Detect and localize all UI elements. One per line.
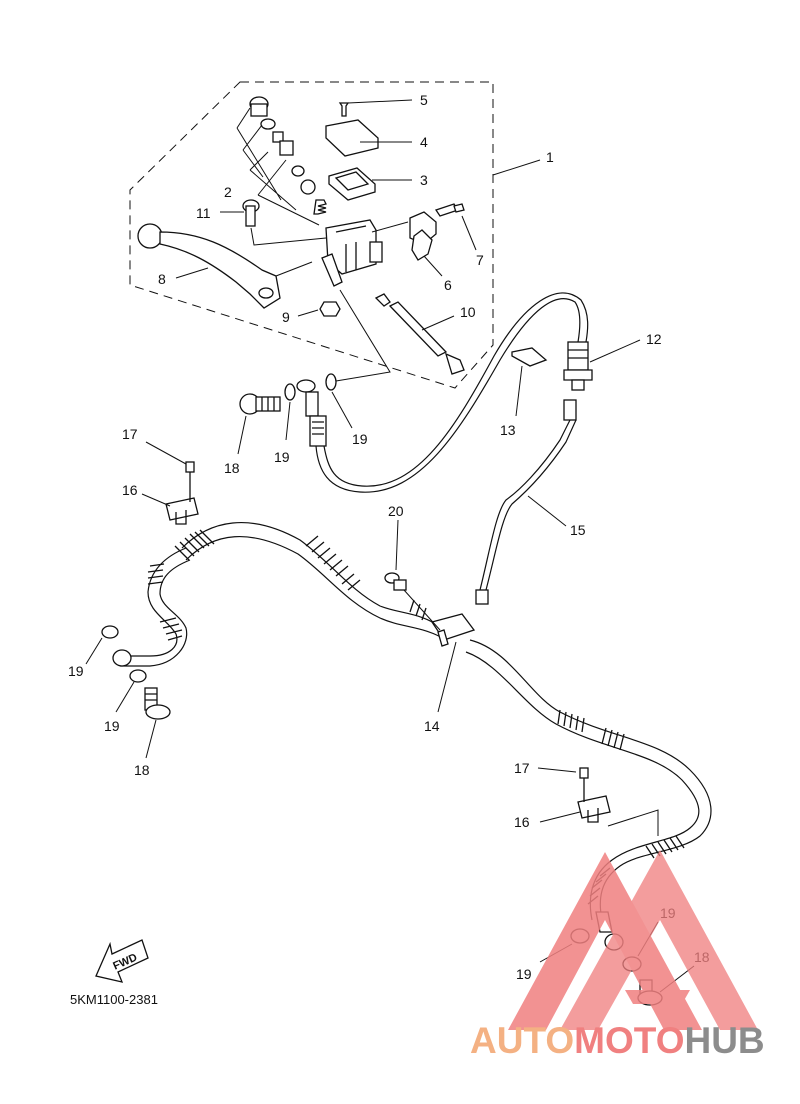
left-brake-hose: [181, 521, 443, 629]
callout-14: 14: [424, 718, 440, 734]
washer: [325, 373, 337, 391]
washer: [101, 625, 119, 639]
upper-banjo-bolt: [239, 393, 281, 415]
reservoir-top: [325, 102, 379, 201]
callout-11: 11: [196, 205, 211, 221]
callout-4: 4: [420, 134, 428, 150]
callout-12: 12: [646, 331, 662, 347]
pivot-bolt: [242, 199, 327, 246]
brake-switch: [374, 293, 465, 375]
callout-8: 8: [158, 271, 166, 287]
callout-18-left: 18: [134, 762, 150, 778]
callout-2: 2: [224, 184, 232, 200]
callout-17-lower: 17: [514, 760, 530, 776]
right-brake-hose: [469, 639, 712, 921]
handlebar-holder: [371, 203, 465, 261]
hose-ribs: [147, 529, 427, 641]
piston-kit: [236, 96, 327, 226]
clamp-lower: [577, 767, 611, 823]
joint-bolt: [384, 572, 441, 631]
upper-hose-fitting: [296, 379, 327, 447]
callout-13: 13: [500, 422, 516, 438]
left-banjo-bolt: [144, 687, 171, 720]
callout-19-left-a: 19: [68, 663, 84, 679]
upper-brake-hose: [315, 298, 581, 493]
callout-20: 20: [388, 503, 404, 519]
callout-17-top: 17: [122, 426, 138, 442]
washer: [129, 669, 147, 683]
brake-lever: [137, 223, 313, 309]
clamp-upper: [165, 461, 199, 525]
watermark-logo: [508, 850, 758, 1030]
brake-pipe: [475, 399, 577, 605]
washer: [284, 383, 296, 401]
callout-10: 10: [460, 304, 476, 320]
callout-15: 15: [570, 522, 586, 538]
callout-9: 9: [282, 309, 290, 325]
assembly-boundary: [129, 81, 494, 389]
callout-19-lower-left: 19: [516, 966, 532, 982]
watermark-text: AUTOMOTOHUB: [470, 1020, 765, 1061]
master-cylinder-body: [321, 219, 383, 287]
callout-7: 7: [476, 252, 484, 268]
forward-arrow-icon: FWD: [95, 939, 149, 983]
callout-16-top: 16: [122, 482, 138, 498]
callout-3: 3: [420, 172, 428, 188]
callout-16-lower: 16: [514, 814, 530, 830]
left-banjo: [112, 649, 132, 667]
callout-19-left-b: 19: [104, 718, 120, 734]
callout-5: 5: [420, 92, 428, 108]
callout-18-top: 18: [224, 460, 240, 476]
three-way-joint: [430, 613, 476, 647]
callout-19-top-left: 19: [274, 449, 290, 465]
callout-1: 1: [546, 149, 554, 165]
diagram-code: 5KM1100-2381: [70, 992, 158, 1007]
lever-nut: [319, 301, 341, 317]
hose-bracket: [511, 347, 548, 367]
hose-joint: [563, 341, 593, 391]
callout-19-top-right: 19: [352, 431, 368, 447]
callout-6: 6: [444, 277, 452, 293]
